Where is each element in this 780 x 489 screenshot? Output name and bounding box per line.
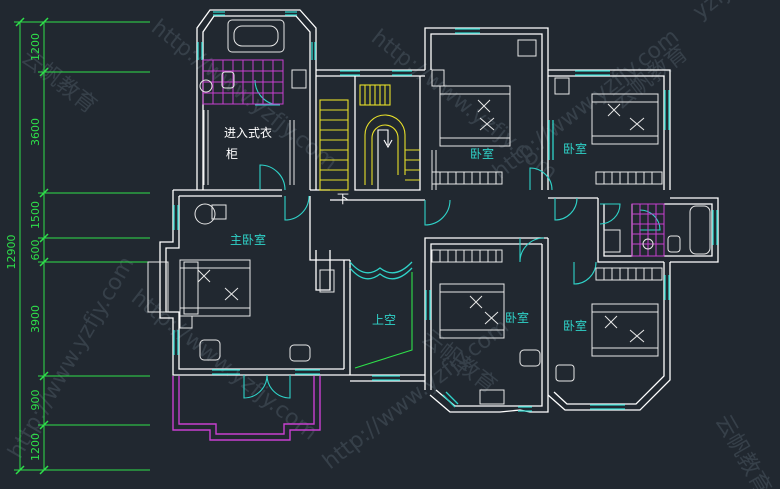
watermark-url-6: http://www.yzfjy.com bbox=[4, 252, 140, 463]
dim-seg-1: 1200 bbox=[29, 33, 42, 61]
basin-icon bbox=[199, 79, 213, 93]
bedroom-bed-icon-2 bbox=[591, 93, 659, 145]
room-labels: 进入式衣 柜 主卧室 上空 卧室 卧室 卧室 卧室 下 bbox=[224, 125, 587, 333]
label-bedroom-top-center: 卧室 bbox=[470, 146, 494, 161]
dim-total: 12900 bbox=[5, 235, 18, 270]
label-master-bedroom: 主卧室 bbox=[230, 232, 266, 247]
label-open-to-below: 上空 bbox=[372, 313, 396, 327]
toilet-icon bbox=[221, 71, 235, 89]
label-bedroom-top-right: 卧室 bbox=[563, 141, 587, 156]
bedroom-bed-icon-1 bbox=[439, 85, 511, 147]
stair-arrow bbox=[377, 129, 393, 190]
bathtub-icon bbox=[227, 19, 285, 53]
label-walk-in-closet-2: 柜 bbox=[226, 147, 238, 161]
dim-seg-2: 3600 bbox=[29, 118, 42, 146]
windows bbox=[173, 11, 718, 412]
label-bedroom-bottom-center: 卧室 bbox=[505, 310, 529, 325]
label-walk-in-closet-1: 进入式衣 bbox=[224, 125, 272, 140]
dim-seg-3: 1500 bbox=[29, 201, 42, 229]
label-bedroom-bottom-right: 卧室 bbox=[563, 318, 587, 333]
bedroom-bed-icon-4 bbox=[591, 303, 659, 357]
watermark-brand-4: 云帆教育 bbox=[710, 411, 776, 489]
dim-seg-5: 3900 bbox=[29, 305, 42, 333]
tile-grid-right bbox=[631, 203, 665, 257]
tile-grid-upper bbox=[202, 59, 284, 105]
watermark-url-4: http://www.yzfjy.com bbox=[126, 285, 322, 445]
label-stair-down: 下 bbox=[337, 192, 349, 206]
dim-seg-4: 600 bbox=[29, 240, 42, 261]
dimension-chain bbox=[14, 17, 150, 475]
watermark-short-1: yzfjy bbox=[688, 0, 744, 25]
door-swings bbox=[243, 79, 661, 399]
armchair-icon bbox=[194, 203, 216, 225]
watermark-url-1: http://www.yzfjy.com bbox=[146, 15, 342, 175]
stair bbox=[319, 84, 420, 191]
dimension-labels: 12900 1200 3600 1500 600 3900 900 1200 bbox=[5, 33, 42, 461]
void-diagonal bbox=[354, 272, 413, 369]
dim-seg-6: 900 bbox=[29, 390, 42, 411]
master-bed-icon bbox=[179, 259, 251, 317]
furniture bbox=[147, 19, 711, 405]
bedroom-bed-icon-3 bbox=[439, 283, 505, 339]
dim-seg-7: 1200 bbox=[29, 433, 42, 461]
bay-terrace bbox=[172, 376, 321, 441]
